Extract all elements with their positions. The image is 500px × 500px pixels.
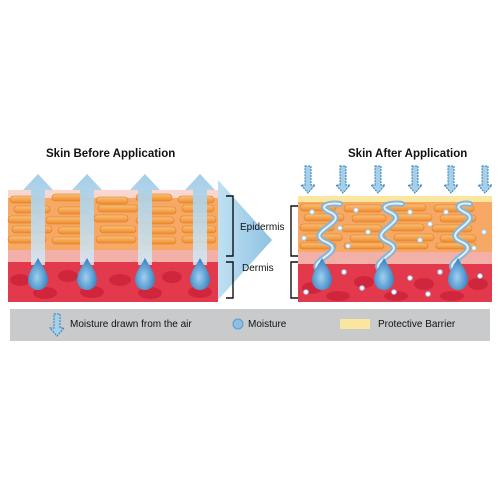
down-arrow-icon: [406, 165, 424, 194]
protective-barrier-swatch: [340, 319, 370, 329]
legend-icons: [48, 313, 370, 337]
down-arrow-icon: [442, 165, 460, 194]
before-panel: [7, 174, 218, 302]
down-arrow-icon: [369, 165, 387, 194]
before-basal-band: [8, 248, 218, 262]
after-moisture-drops: [312, 258, 468, 290]
dermis-label: Dermis: [242, 263, 274, 274]
water-drop-icon: [77, 258, 97, 290]
water-drop-icon: [312, 258, 332, 290]
legend: Moisture drawn from the air Moisture Pro…: [10, 309, 490, 341]
epidermis-bracket-left: [226, 195, 234, 257]
water-drop-icon: [190, 258, 210, 290]
before-title: Skin Before Application: [46, 148, 176, 160]
dermis-bracket-right: [290, 261, 298, 299]
right-arrow-icon: [218, 180, 272, 300]
before-moisture-drops: [28, 258, 210, 290]
after-basal-band: [298, 250, 492, 264]
down-arrow-icon: [334, 165, 352, 194]
epidermis-label: Epidermis: [240, 222, 285, 233]
water-drop-icon: [28, 258, 48, 290]
legend-moisture: Moisture: [248, 319, 287, 330]
moisture-dots: [301, 207, 487, 297]
water-drop-icon: [374, 258, 394, 290]
after-title: Skin After Application: [348, 148, 468, 160]
before-dermis-cells: [10, 270, 212, 299]
escape-arrow-4: [185, 174, 215, 265]
escape-arrow-3: [130, 174, 160, 265]
water-drop-icon: [135, 258, 155, 290]
down-arrow-icon: [48, 313, 66, 337]
down-arrow-icon: [476, 165, 494, 194]
legend-moisture-air: Moisture drawn from the air: [70, 319, 192, 330]
escape-arrow-1: [23, 174, 53, 265]
epidermis-bracket-right: [290, 205, 298, 257]
air-moisture-arrows: [299, 165, 494, 194]
water-drop-icon: [232, 318, 244, 330]
legend-barrier: Protective Barrier: [378, 319, 456, 330]
moisture-paths-inner: [315, 202, 471, 273]
after-panel: [298, 165, 494, 302]
protective-barrier-layer: [298, 196, 492, 202]
layer-brackets: [226, 195, 298, 299]
water-drop-icon: [448, 258, 468, 290]
escape-arrow-2: [72, 174, 102, 265]
down-arrow-icon: [299, 165, 317, 194]
moisture-escape-arrows: [23, 174, 215, 265]
dermis-bracket-left: [226, 261, 234, 299]
